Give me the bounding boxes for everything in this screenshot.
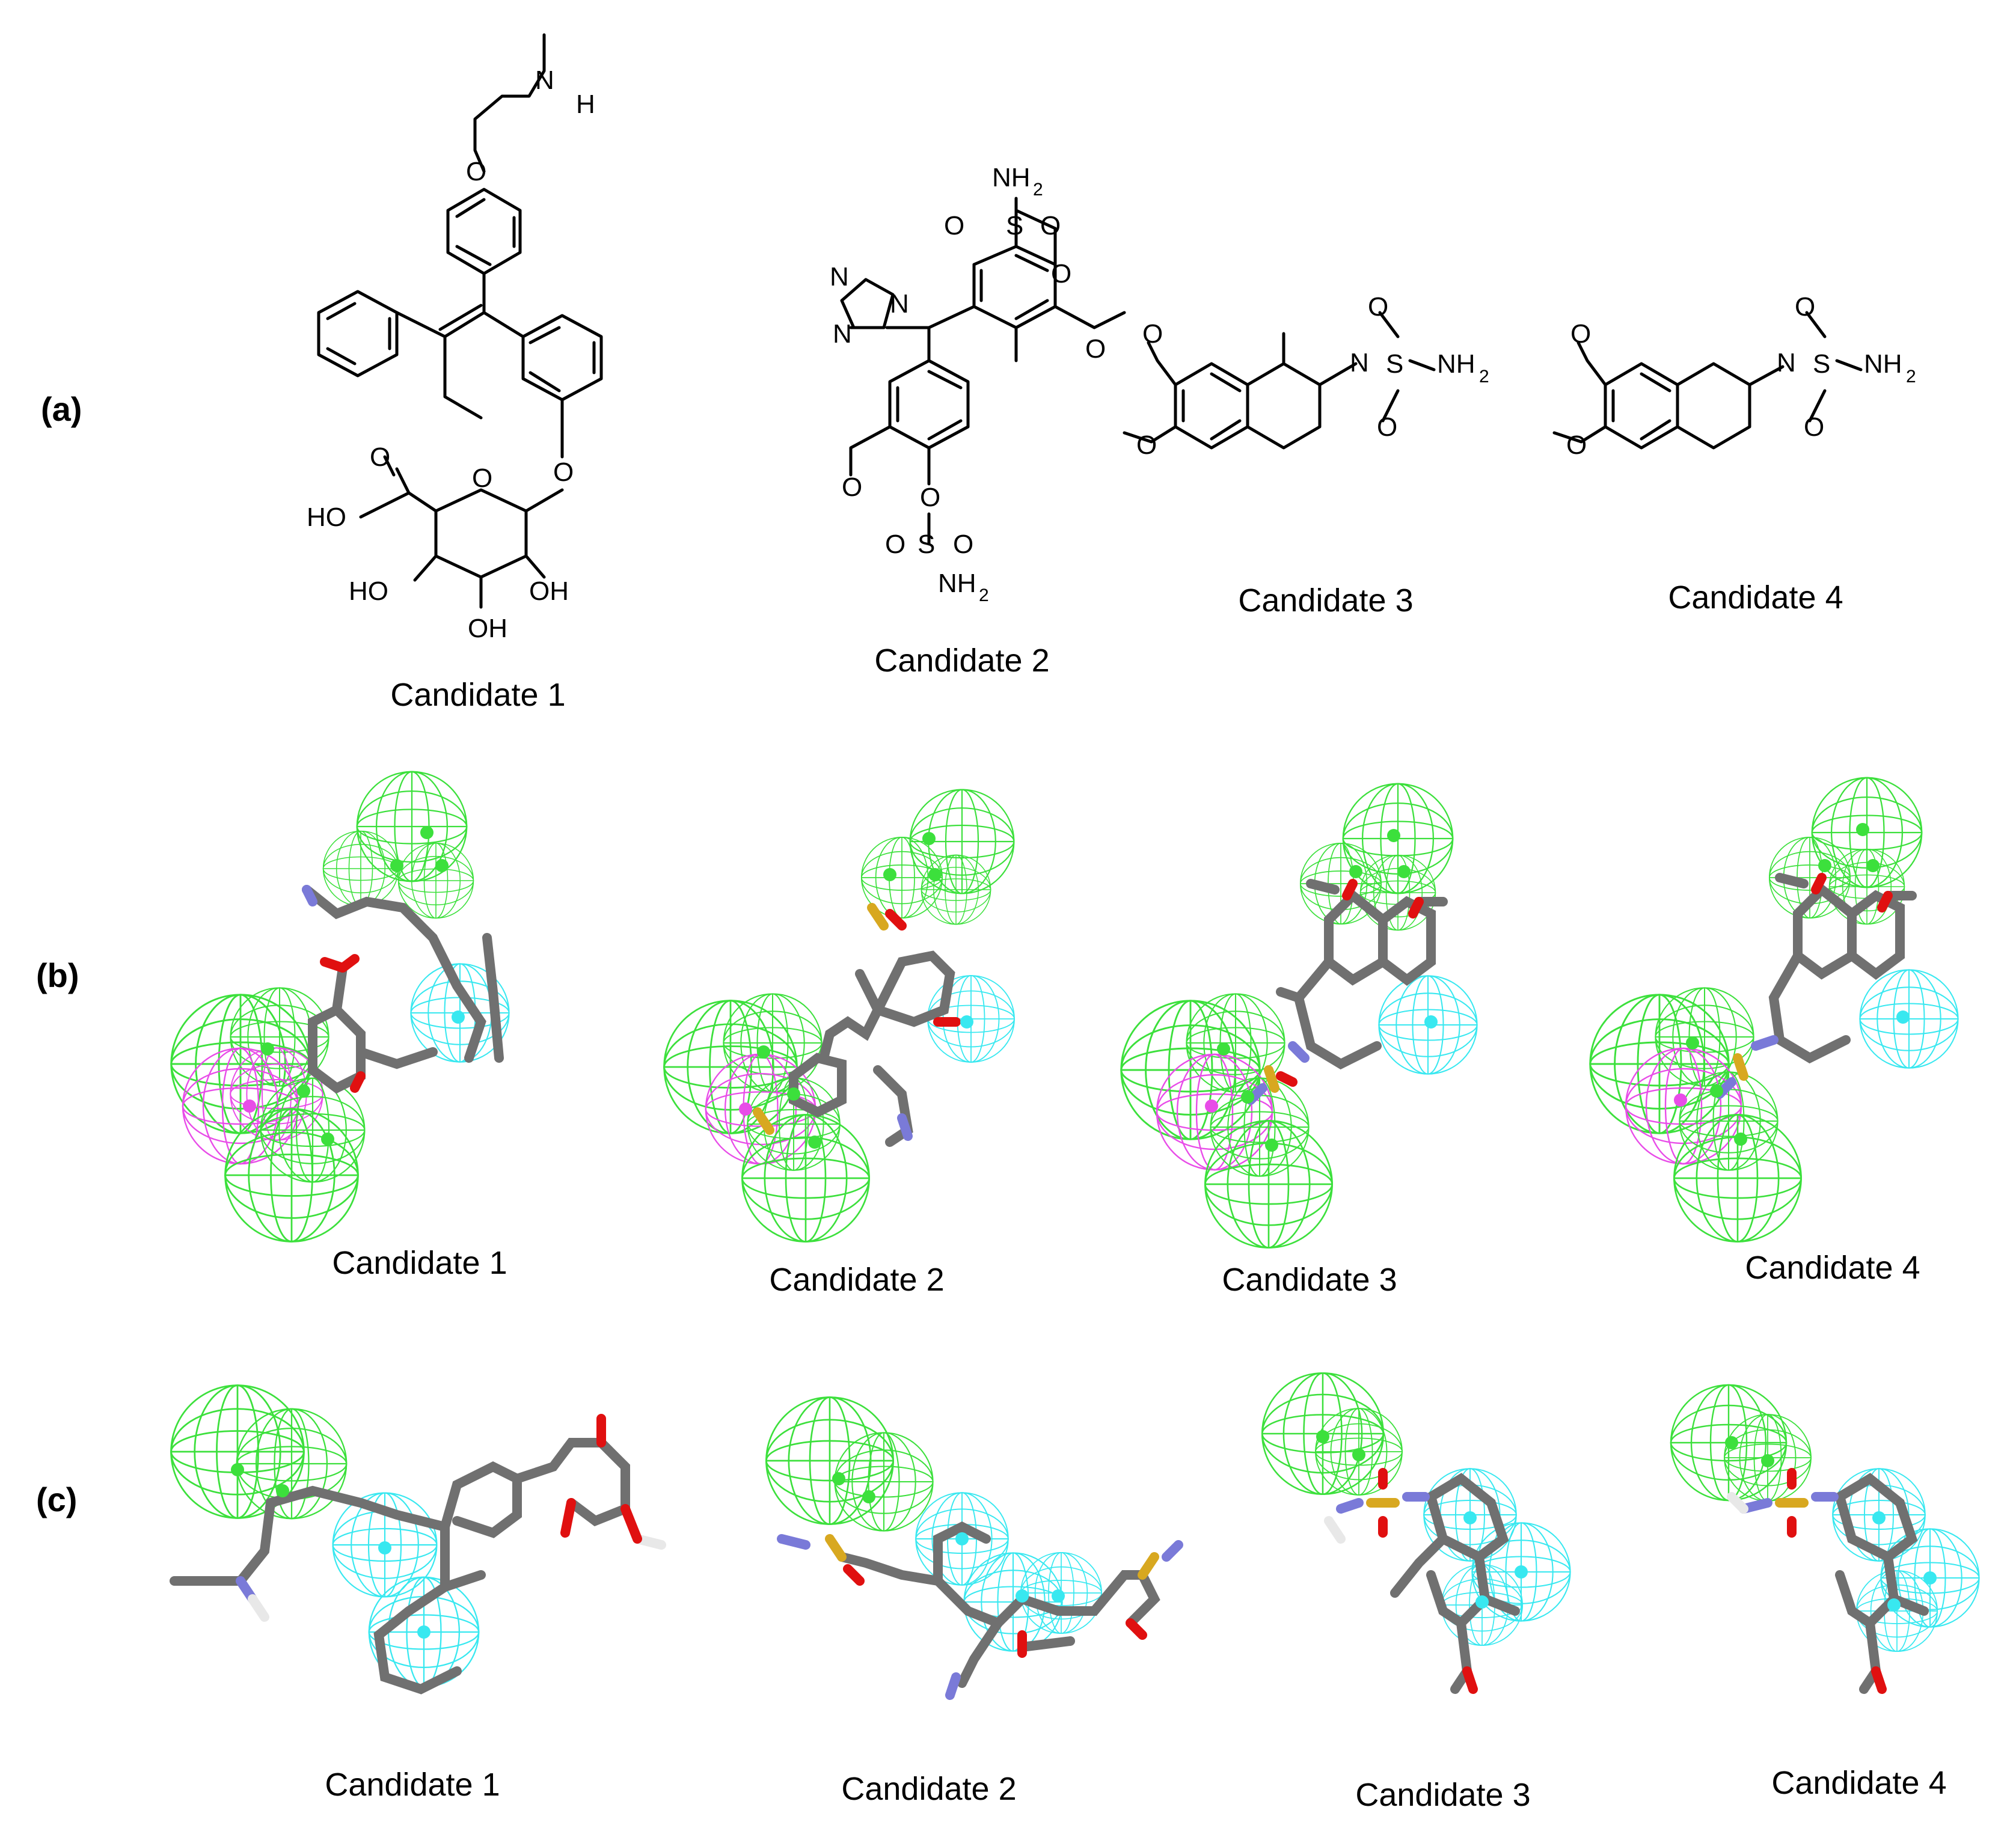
atom-label: OH bbox=[468, 614, 507, 643]
atom-label: S bbox=[918, 530, 935, 559]
atom-label: N bbox=[830, 262, 849, 292]
hydrophobic-feature bbox=[834, 1432, 934, 1532]
hydrophobic-feature bbox=[236, 1408, 348, 1520]
panel-label-b: (b) bbox=[36, 956, 79, 994]
hydrophobic-feature bbox=[741, 1114, 870, 1243]
atom-label: O bbox=[1570, 319, 1591, 349]
hydrophobic-feature bbox=[765, 1396, 895, 1526]
atom-label: O bbox=[1142, 319, 1163, 349]
caption-c-candidate-2: Candidate 2 bbox=[841, 1771, 1017, 1807]
atom-label: NH bbox=[992, 163, 1031, 192]
candidate-4-2d-structure bbox=[1552, 311, 1863, 450]
atom-label: S bbox=[1813, 349, 1830, 379]
candidate-3-2d-atoms: O O N S O O NH 2 bbox=[1136, 292, 1489, 460]
atom-label: NH bbox=[938, 569, 976, 598]
atom-label: NH bbox=[1864, 349, 1902, 379]
atom-label: NH bbox=[1437, 349, 1475, 379]
candidate-1-pharmacophore-c bbox=[170, 1384, 666, 1695]
candidate-1-2d-structure bbox=[317, 33, 603, 609]
atom-label: 2 bbox=[979, 585, 989, 605]
atom-label: O bbox=[1368, 292, 1388, 322]
hydrophobic-feature bbox=[1589, 994, 1730, 1134]
candidate-2-pharmacophore-b bbox=[663, 789, 1015, 1243]
atom-label: 2 bbox=[1906, 367, 1916, 387]
hydrophobic-feature bbox=[224, 1108, 359, 1243]
atom-label: HO bbox=[307, 503, 346, 532]
atom-label: O bbox=[1804, 412, 1824, 442]
candidate-3-pharmacophore-c bbox=[1261, 1372, 1571, 1694]
atom-label: O bbox=[553, 457, 574, 487]
atom-label: O bbox=[370, 442, 390, 472]
atom-label: O bbox=[466, 157, 486, 186]
atom-label: O bbox=[472, 463, 492, 493]
candidate-1-pharmacophore-b bbox=[170, 771, 510, 1243]
caption-b-candidate-4: Candidate 4 bbox=[1745, 1250, 1920, 1286]
hydrophobic-feature bbox=[356, 771, 468, 882]
atom-label: O bbox=[1136, 430, 1157, 460]
atom-label: O bbox=[920, 483, 940, 512]
candidate-4-pharmacophore-b bbox=[1589, 777, 1959, 1243]
atom-label: S bbox=[1386, 349, 1403, 379]
candidate-2-2d-atoms: NH 2 O S O O O N N N O O O S O NH 2 bbox=[830, 163, 1106, 605]
atom-label: S bbox=[1006, 211, 1023, 240]
caption-b-candidate-3: Candidate 3 bbox=[1222, 1262, 1397, 1298]
caption-a-candidate-1: Candidate 1 bbox=[390, 677, 566, 713]
candidate-4-2d-atoms: O O N S O O NH 2 bbox=[1566, 292, 1916, 460]
candidate-3-2d-structure bbox=[1123, 311, 1436, 450]
candidate-3-pharmacophore-b bbox=[1120, 783, 1478, 1249]
atom-label: O bbox=[1040, 211, 1061, 240]
atom-label: 2 bbox=[1479, 367, 1489, 387]
atom-label: N bbox=[1350, 348, 1369, 378]
caption-b-candidate-1: Candidate 1 bbox=[332, 1245, 507, 1281]
candidate-1-2d-atoms: N H O O O O HO HO OH OH bbox=[307, 66, 595, 643]
atom-label: N bbox=[1777, 348, 1796, 378]
atom-label: N bbox=[833, 319, 852, 349]
caption-c-candidate-1: Candidate 1 bbox=[325, 1767, 500, 1803]
candidate-2-pharmacophore-c bbox=[765, 1396, 1183, 1700]
hydrophobic-feature bbox=[397, 842, 474, 919]
atom-label: OH bbox=[529, 576, 569, 606]
caption-a-candidate-4: Candidate 4 bbox=[1668, 579, 1843, 616]
atom-label: 2 bbox=[1033, 180, 1043, 200]
atom-label: O bbox=[1795, 292, 1815, 322]
atom-label: O bbox=[953, 530, 973, 559]
atom-label: N bbox=[535, 66, 554, 95]
caption-c-candidate-4: Candidate 4 bbox=[1771, 1765, 1947, 1801]
atom-label: O bbox=[1085, 334, 1106, 364]
hydrophobic-feature bbox=[1120, 1000, 1261, 1140]
atom-label: N bbox=[890, 289, 909, 319]
atom-label: HO bbox=[349, 576, 388, 606]
atom-label: O bbox=[1051, 259, 1071, 289]
caption-a-candidate-3: Candidate 3 bbox=[1238, 582, 1414, 619]
atom-label: H bbox=[576, 90, 595, 119]
caption-b-candidate-2: Candidate 2 bbox=[769, 1262, 945, 1298]
hydrophobic-feature bbox=[1359, 854, 1436, 931]
atom-label: O bbox=[1566, 430, 1587, 460]
atom-label: O bbox=[1377, 412, 1397, 442]
atom-label: O bbox=[944, 211, 964, 240]
hydrophobic-feature bbox=[322, 830, 399, 907]
atom-label: O bbox=[885, 530, 905, 559]
panel-label-c: (c) bbox=[36, 1481, 78, 1518]
caption-c-candidate-3: Candidate 3 bbox=[1355, 1777, 1531, 1813]
caption-a-candidate-2: Candidate 2 bbox=[874, 643, 1050, 679]
hydrophobic-feature bbox=[921, 854, 991, 925]
atom-label: O bbox=[842, 472, 862, 502]
candidate-2-2d-structure bbox=[840, 198, 1126, 546]
panel-label-a: (a) bbox=[41, 390, 82, 428]
hydrophobic-feature bbox=[1828, 848, 1905, 925]
candidate-4-pharmacophore-c bbox=[1670, 1384, 1980, 1694]
